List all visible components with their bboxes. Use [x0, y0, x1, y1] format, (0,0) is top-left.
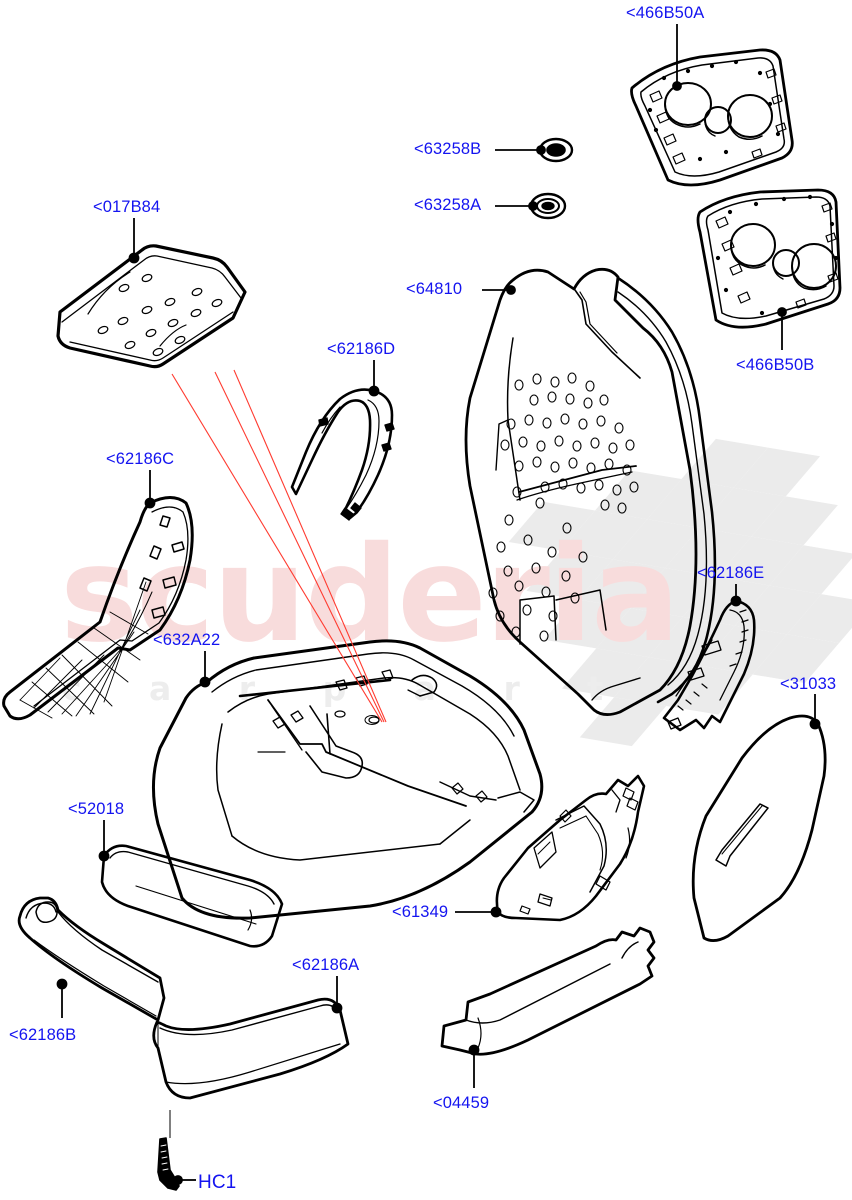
callout-64810: <64810 — [406, 280, 463, 298]
callout-62186d: <62186D — [327, 340, 396, 358]
part-04459-under-seat-cover — [440, 926, 656, 1056]
part-62186e-trim-finisher — [662, 599, 756, 732]
callout-62186b: <62186B — [9, 1026, 77, 1044]
callout-leaders — [56, 24, 821, 1185]
callout-61349: <61349 — [392, 903, 449, 921]
part-64810-seat-back-cover — [464, 267, 717, 716]
part-62186b-lower-trim-left — [17, 896, 166, 1022]
part-62186c-side-trim — [2, 496, 194, 721]
callout-62186c: <62186C — [106, 450, 175, 468]
part-466b50b-speaker-grille-lower — [696, 188, 842, 329]
part-62186d-hook-finisher — [290, 388, 395, 521]
callout-62186a: <62186A — [292, 956, 360, 974]
callout-63258a: <63258A — [414, 196, 482, 214]
part-hc1-screw — [157, 1137, 180, 1191]
part-466b50a-speaker-grille-upper — [630, 48, 794, 187]
callout-04459: <04459 — [433, 1094, 490, 1112]
callout-466b50a: <466B50A — [626, 4, 705, 22]
part-61349-side-shield — [495, 774, 646, 922]
callout-31033: <31033 — [780, 675, 837, 693]
part-62186a-lower-trim-right — [152, 997, 350, 1100]
callout-017b84: <017B84 — [93, 198, 161, 216]
part-52018-front-trim — [100, 844, 284, 948]
callout-52018: <52018 — [68, 800, 125, 818]
callout-466b50b: <466B50B — [736, 356, 815, 374]
callout-63258b: <63258B — [414, 140, 482, 158]
callout-62186e: <62186E — [697, 564, 765, 582]
part-31033-bolster-cover — [691, 714, 827, 942]
callout-632a22: <632A22 — [153, 631, 221, 649]
watermark-subtitle: c a r p a r t s — [62, 669, 718, 708]
callout-hc1: HC1 — [198, 1172, 237, 1193]
part-017b84-cushion-pad — [56, 244, 247, 369]
leader-lines-red — [171, 369, 387, 723]
